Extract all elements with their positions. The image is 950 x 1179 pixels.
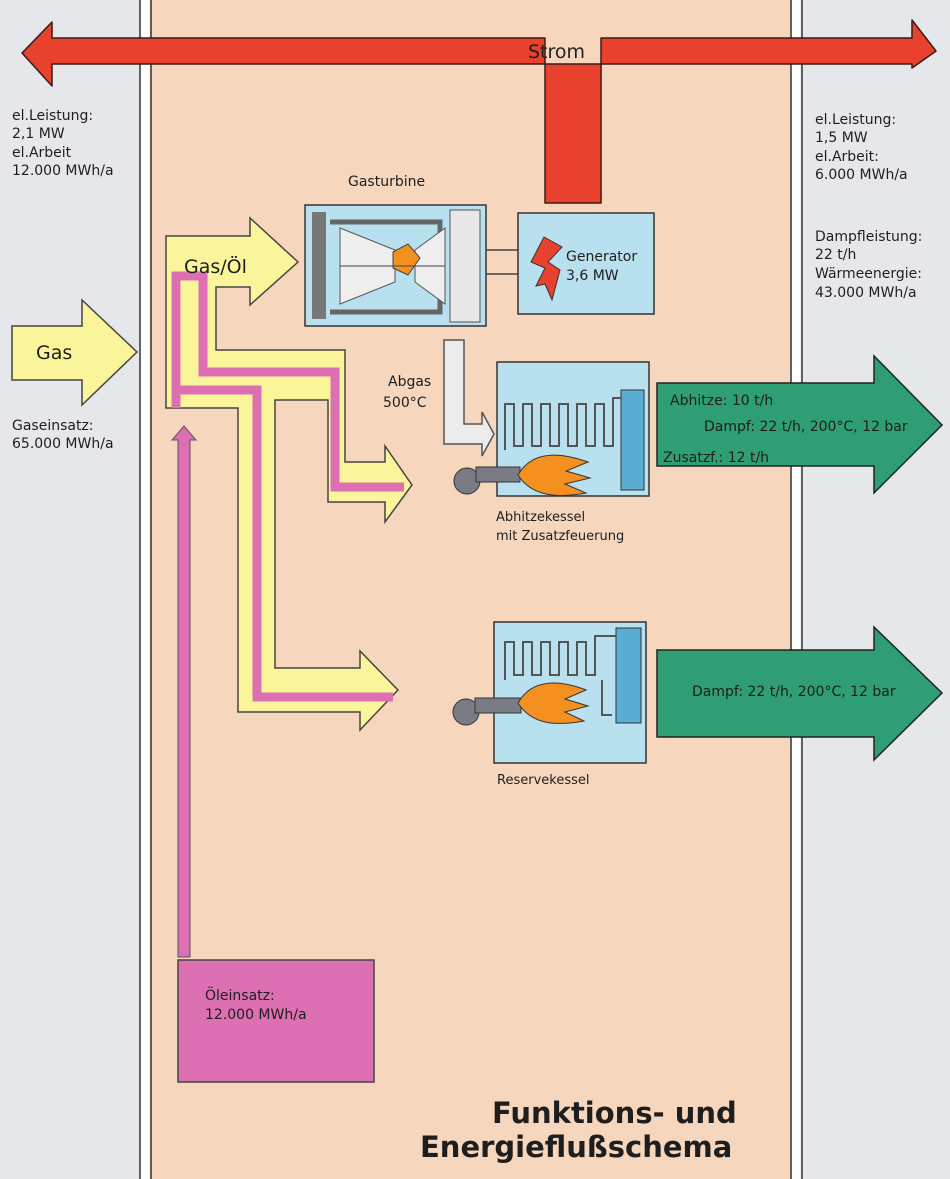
gasturbine-label: Gasturbine xyxy=(348,174,426,190)
steam-output-arrow-2 xyxy=(656,625,944,762)
reservekessel xyxy=(452,621,647,764)
oil-flow-strip-lower xyxy=(176,385,393,702)
steam-dampf-2: Dampf: 22 t/h, 200°C, 12 bar xyxy=(692,684,896,700)
gaseinsatz-label: Gaseinsatz: xyxy=(12,418,94,434)
oil-flow-strip-upper xyxy=(171,271,404,492)
generator-power: 3,6 MW xyxy=(566,268,619,284)
right-dampf-value: 22 t/h xyxy=(815,247,857,263)
gas-oil-main-arrow xyxy=(165,216,413,732)
diagram-title-line2: Energieflußschema xyxy=(420,1130,733,1164)
right-waerme-value: 43.000 MWh/a xyxy=(815,285,917,301)
strom-arrow xyxy=(21,19,937,204)
right-el-arbeit-label: el.Arbeit: xyxy=(815,149,879,165)
left-el-arbeit-value: 12.000 MWh/a xyxy=(12,163,114,179)
steam-dampf-1: Dampf: 22 t/h, 200°C, 12 bar xyxy=(704,419,908,435)
oleinsatz-value: 12.000 MWh/a xyxy=(205,1007,307,1023)
abhitzekessel xyxy=(453,361,650,497)
steam-zusatz: Zusatzf.: 12 t/h xyxy=(663,450,770,466)
diagram-title-line1: Funktions- und xyxy=(492,1096,737,1130)
abgas-arrow xyxy=(443,339,495,457)
steam-output-arrow-1 xyxy=(656,354,944,495)
abgas-label: Abgas xyxy=(388,374,432,390)
right-waerme-label: Wärmeenergie: xyxy=(815,266,923,282)
gaseinsatz-value: 65.000 MWh/a xyxy=(12,436,114,452)
abgas-temp: 500°C xyxy=(383,395,427,411)
oleinsatz-label: Öleinsatz: xyxy=(205,988,275,1004)
gas-input-arrow xyxy=(11,298,139,407)
gas-oil-label: Gas/Öl xyxy=(184,256,247,278)
gas-arrow-label: Gas xyxy=(36,342,73,364)
abhitzekessel-label: Abhitzekessel xyxy=(496,510,586,525)
right-el-arbeit-value: 6.000 MWh/a xyxy=(815,167,908,183)
oil-riser-arrow xyxy=(170,425,198,958)
gas-turbine xyxy=(304,204,487,327)
strom-label: Strom xyxy=(528,41,586,63)
right-el-leistung-label: el.Leistung: xyxy=(815,112,897,128)
steam-abhitze: Abhitze: 10 t/h xyxy=(670,393,774,409)
generator-label: Generator xyxy=(566,249,638,265)
lightning-icon xyxy=(530,236,563,302)
oil-input-box xyxy=(177,959,375,1083)
right-dampf-label: Dampfleistung: xyxy=(815,229,923,245)
reservekessel-label: Reservekessel xyxy=(497,773,590,788)
left-el-leistung-value: 2,1 MW xyxy=(12,126,65,142)
abhitzekessel-sublabel: mit Zusatzfeuerung xyxy=(496,529,625,544)
right-el-leistung-value: 1,5 MW xyxy=(815,130,868,146)
left-el-arbeit-label: el.Arbeit xyxy=(12,145,72,161)
left-el-leistung-label: el.Leistung: xyxy=(12,108,94,124)
turbine-shaft xyxy=(486,249,518,275)
